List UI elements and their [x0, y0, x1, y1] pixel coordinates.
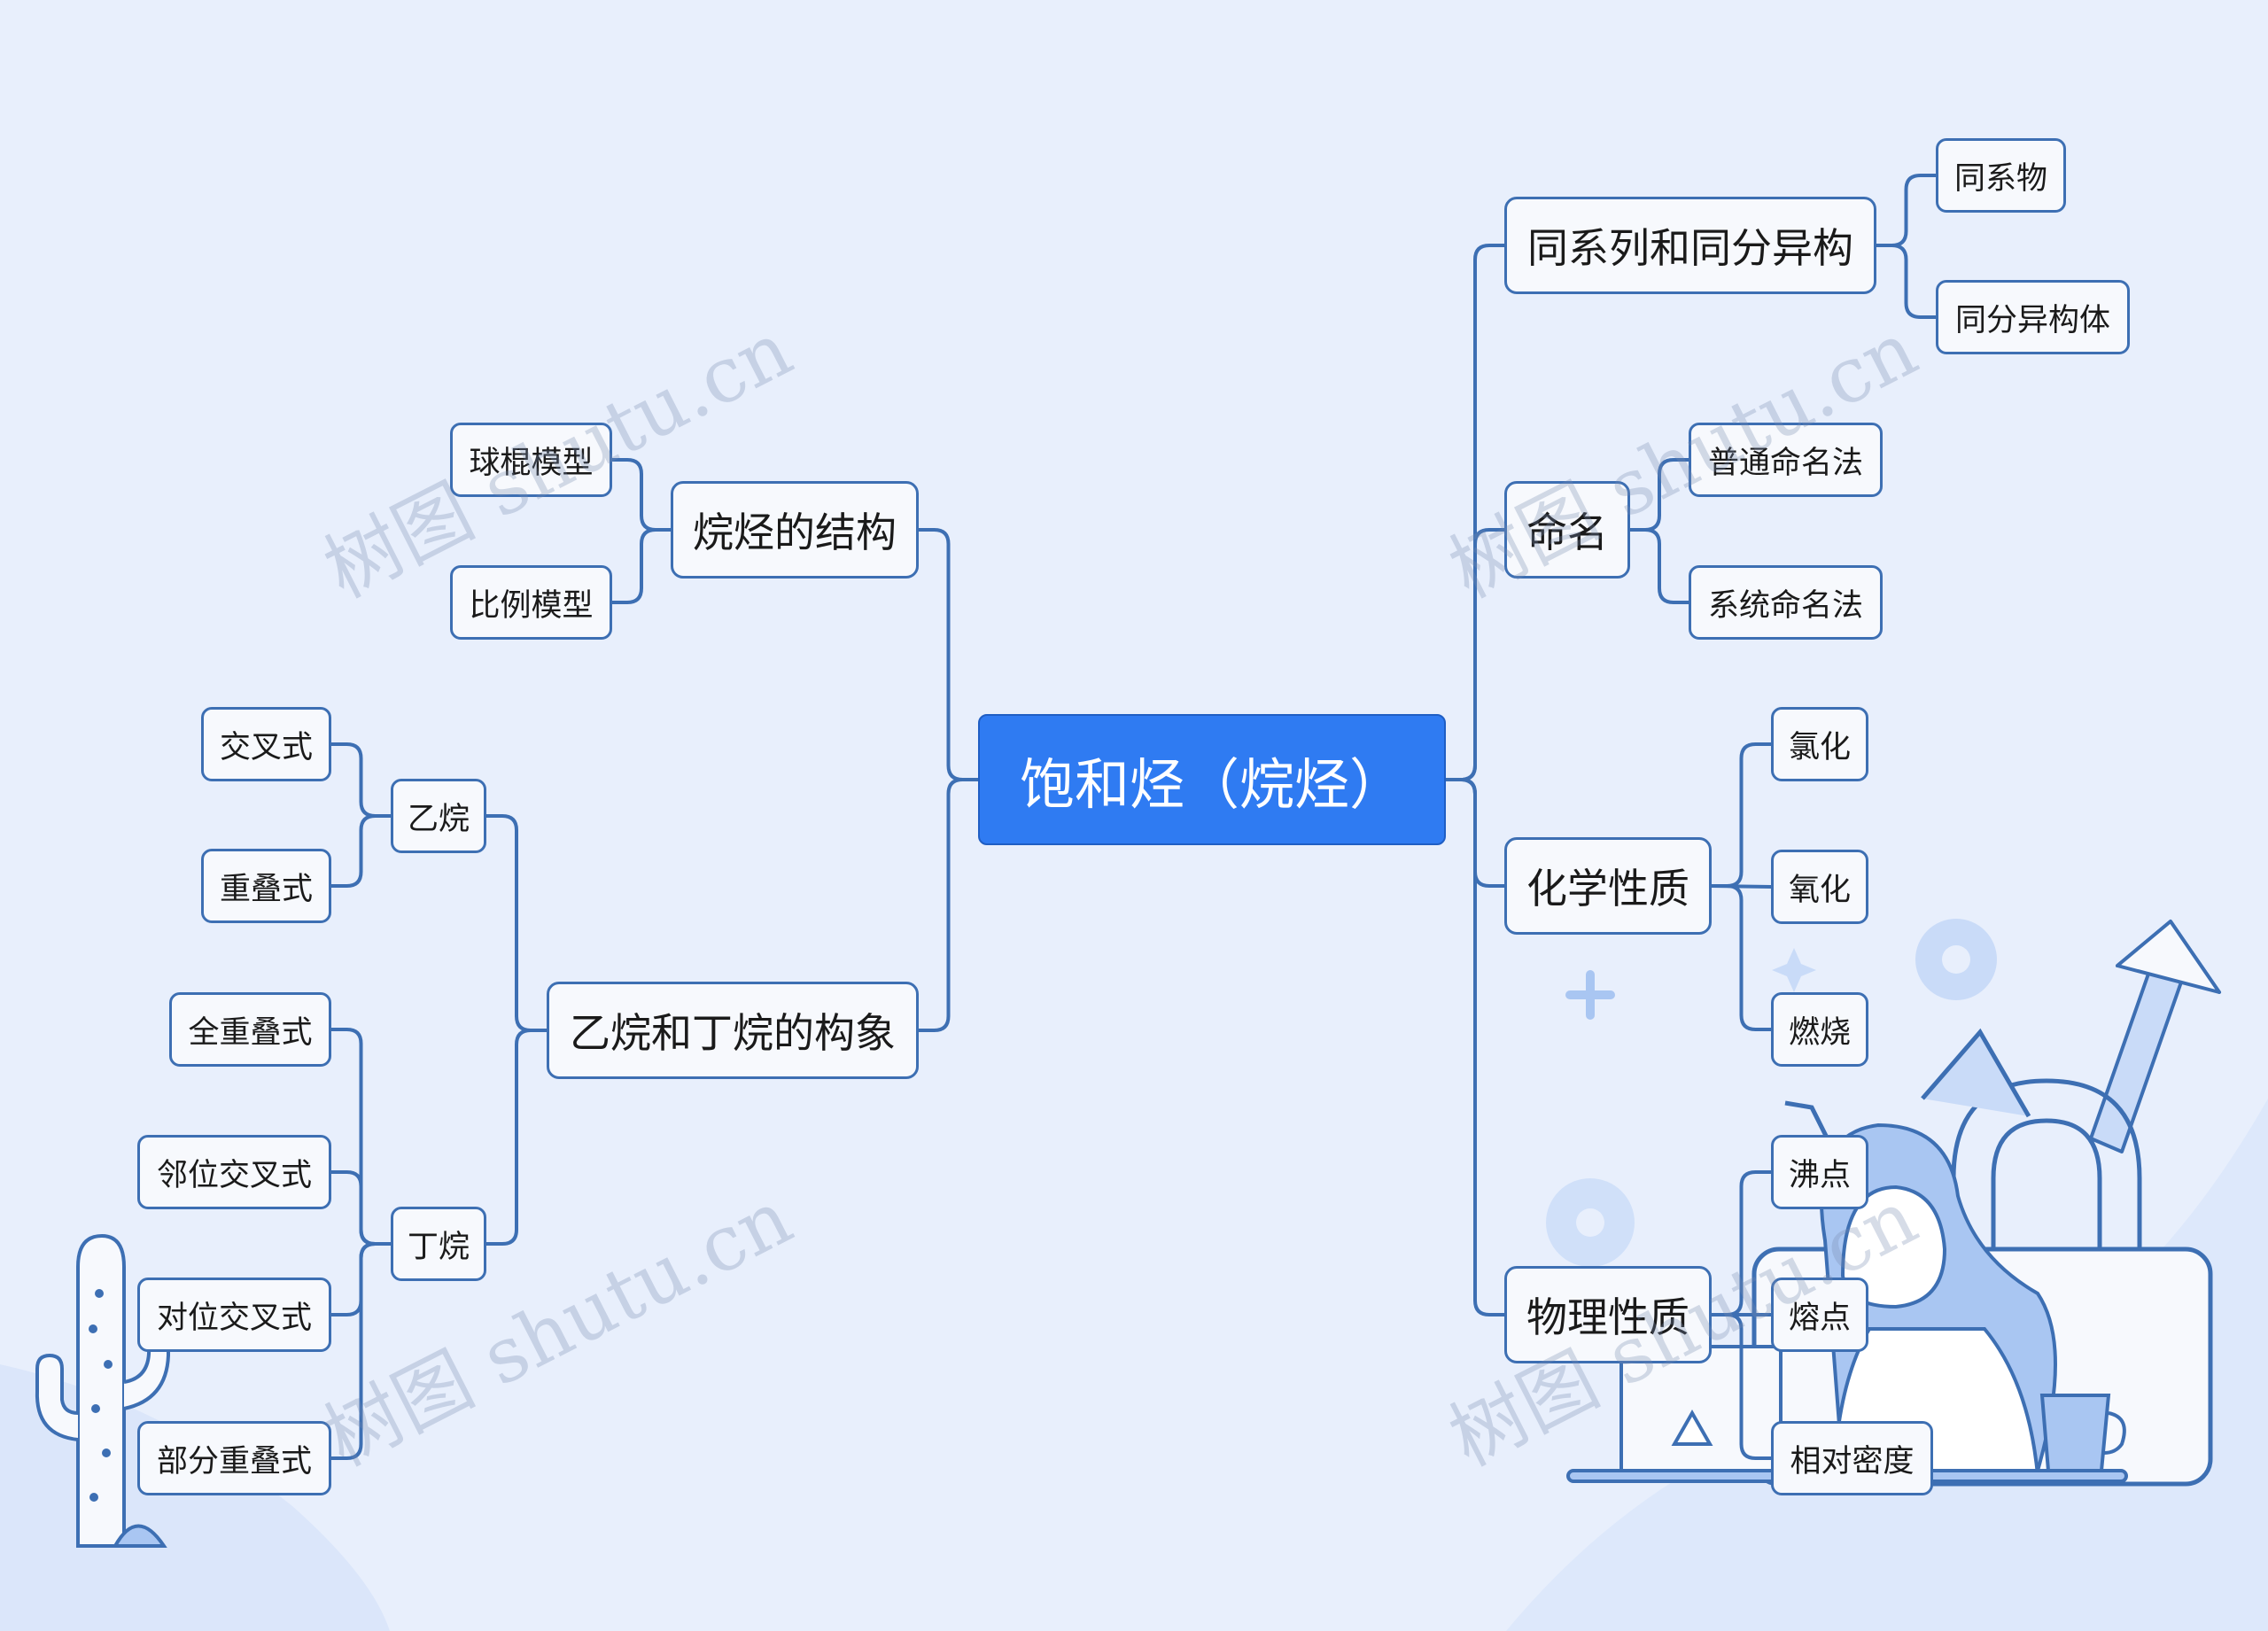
node-anti[interactable]: 对位交叉式 [137, 1278, 331, 1352]
connector-node-relative-density [1710, 1313, 1773, 1460]
node-eclipsed[interactable]: 重叠式 [201, 849, 331, 923]
node-ball-stick-model[interactable]: 球棍模型 [450, 423, 612, 497]
node-ethane[interactable]: 乙烷 [391, 779, 486, 853]
node-conformation[interactable]: 乙烷和丁烷的构象 [547, 982, 919, 1079]
connector-node-gauche [330, 1170, 392, 1246]
node-staggered[interactable]: 交叉式 [201, 707, 331, 781]
node-naming[interactable]: 命名 [1504, 481, 1630, 579]
node-homolog[interactable]: 同系物 [1936, 138, 2066, 213]
connector-node-systematic-naming [1628, 528, 1690, 604]
connector-node-naming [1444, 528, 1506, 781]
node-homolog-isomer[interactable]: 同系列和同分异构 [1504, 197, 1876, 294]
connector-node-isomer [1875, 244, 1938, 319]
root-node[interactable]: 饱和烃（烷烃） [978, 714, 1446, 845]
node-oxidation[interactable]: 氧化 [1771, 850, 1868, 924]
connector-node-combustion [1710, 884, 1773, 1031]
node-gauche[interactable]: 邻位交叉式 [137, 1135, 331, 1209]
node-boiling-point[interactable]: 沸点 [1771, 1135, 1868, 1209]
plus-icon [1565, 970, 1615, 1020]
arrow-icon [2089, 920, 2221, 1153]
connector-node-eclipsed [330, 814, 392, 888]
node-combustion[interactable]: 燃烧 [1771, 992, 1868, 1067]
connector-node-common-naming [1628, 458, 1690, 532]
target-icon [1546, 919, 1997, 1267]
connector-node-space-filling-model [610, 528, 672, 604]
node-isomer[interactable]: 同分异构体 [1936, 280, 2130, 354]
sparkle-icon [1772, 948, 1816, 992]
node-chlorination[interactable]: 氯化 [1771, 707, 1868, 781]
cactus-icon [35, 1233, 170, 1548]
connector-node-staggered [330, 742, 392, 818]
connector-node-physical-properties [1444, 778, 1506, 1316]
node-alkane-structure[interactable]: 烷烃的结构 [671, 481, 919, 579]
node-fully-eclipsed[interactable]: 全重叠式 [169, 992, 331, 1067]
connector-node-conformation [917, 778, 980, 1032]
connector-node-ball-stick-model [610, 458, 672, 532]
node-chemical-properties[interactable]: 化学性质 [1504, 837, 1712, 935]
connector-node-butane [485, 1029, 548, 1246]
node-melting-point[interactable]: 熔点 [1771, 1278, 1868, 1352]
node-systematic-naming[interactable]: 系统命名法 [1689, 565, 1883, 640]
node-physical-properties[interactable]: 物理性质 [1504, 1266, 1712, 1363]
connector-node-partial-eclipsed [330, 1242, 392, 1460]
node-partial-eclipsed[interactable]: 部分重叠式 [137, 1421, 331, 1495]
node-relative-density[interactable]: 相对密度 [1771, 1421, 1933, 1495]
connector-node-alkane-structure [917, 528, 980, 781]
bottom-right-wave [1506, 1099, 2268, 1631]
node-butane[interactable]: 丁烷 [391, 1207, 486, 1281]
node-space-filling-model[interactable]: 比例模型 [450, 565, 612, 640]
connector-node-boiling-point [1710, 1170, 1773, 1316]
connector-node-homolog [1875, 174, 1938, 247]
connector-node-chlorination [1710, 742, 1773, 888]
connector-node-ethane [485, 814, 548, 1032]
node-common-naming[interactable]: 普通命名法 [1689, 423, 1883, 497]
